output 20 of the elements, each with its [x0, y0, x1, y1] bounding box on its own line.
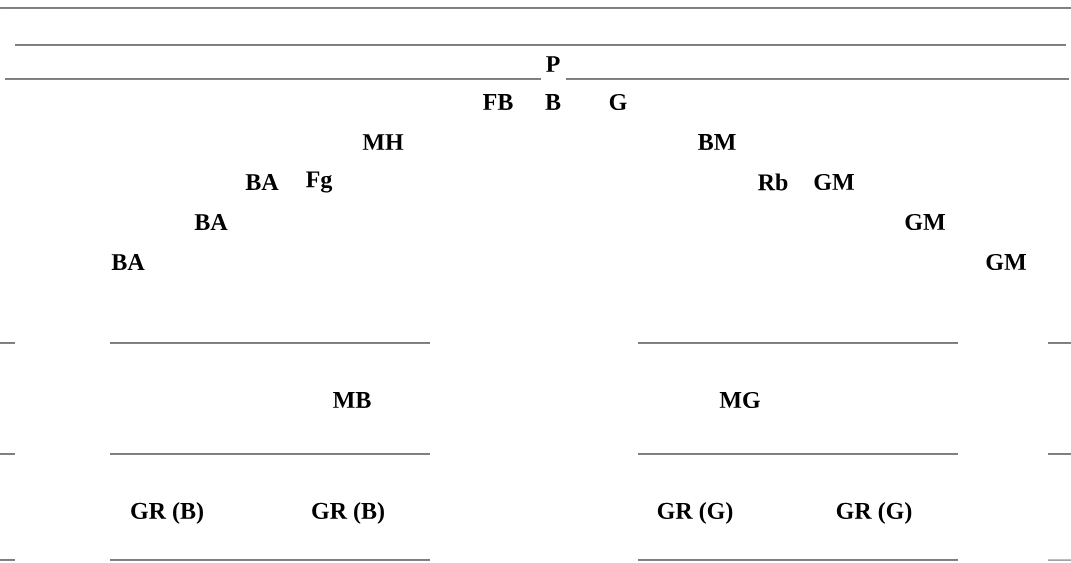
label: GM	[986, 253, 1026, 271]
label: GM	[814, 173, 854, 191]
label: B	[545, 94, 561, 110]
label: MB	[333, 392, 371, 408]
label: GR (B)	[312, 502, 384, 524]
label: FB	[483, 94, 513, 110]
label: Rb	[758, 173, 788, 191]
label: P	[546, 56, 560, 72]
label: MG	[719, 391, 761, 409]
label: BA	[194, 214, 228, 230]
label: GM	[905, 213, 945, 231]
label: BM	[698, 134, 736, 150]
label: BA	[245, 174, 279, 190]
label: GR (B)	[131, 502, 203, 524]
label: GR (G)	[836, 502, 912, 524]
label: MH	[362, 134, 404, 150]
label: BA	[111, 254, 145, 270]
label: G	[609, 93, 627, 111]
label: GR (G)	[657, 502, 733, 524]
label: Fg	[306, 171, 333, 193]
